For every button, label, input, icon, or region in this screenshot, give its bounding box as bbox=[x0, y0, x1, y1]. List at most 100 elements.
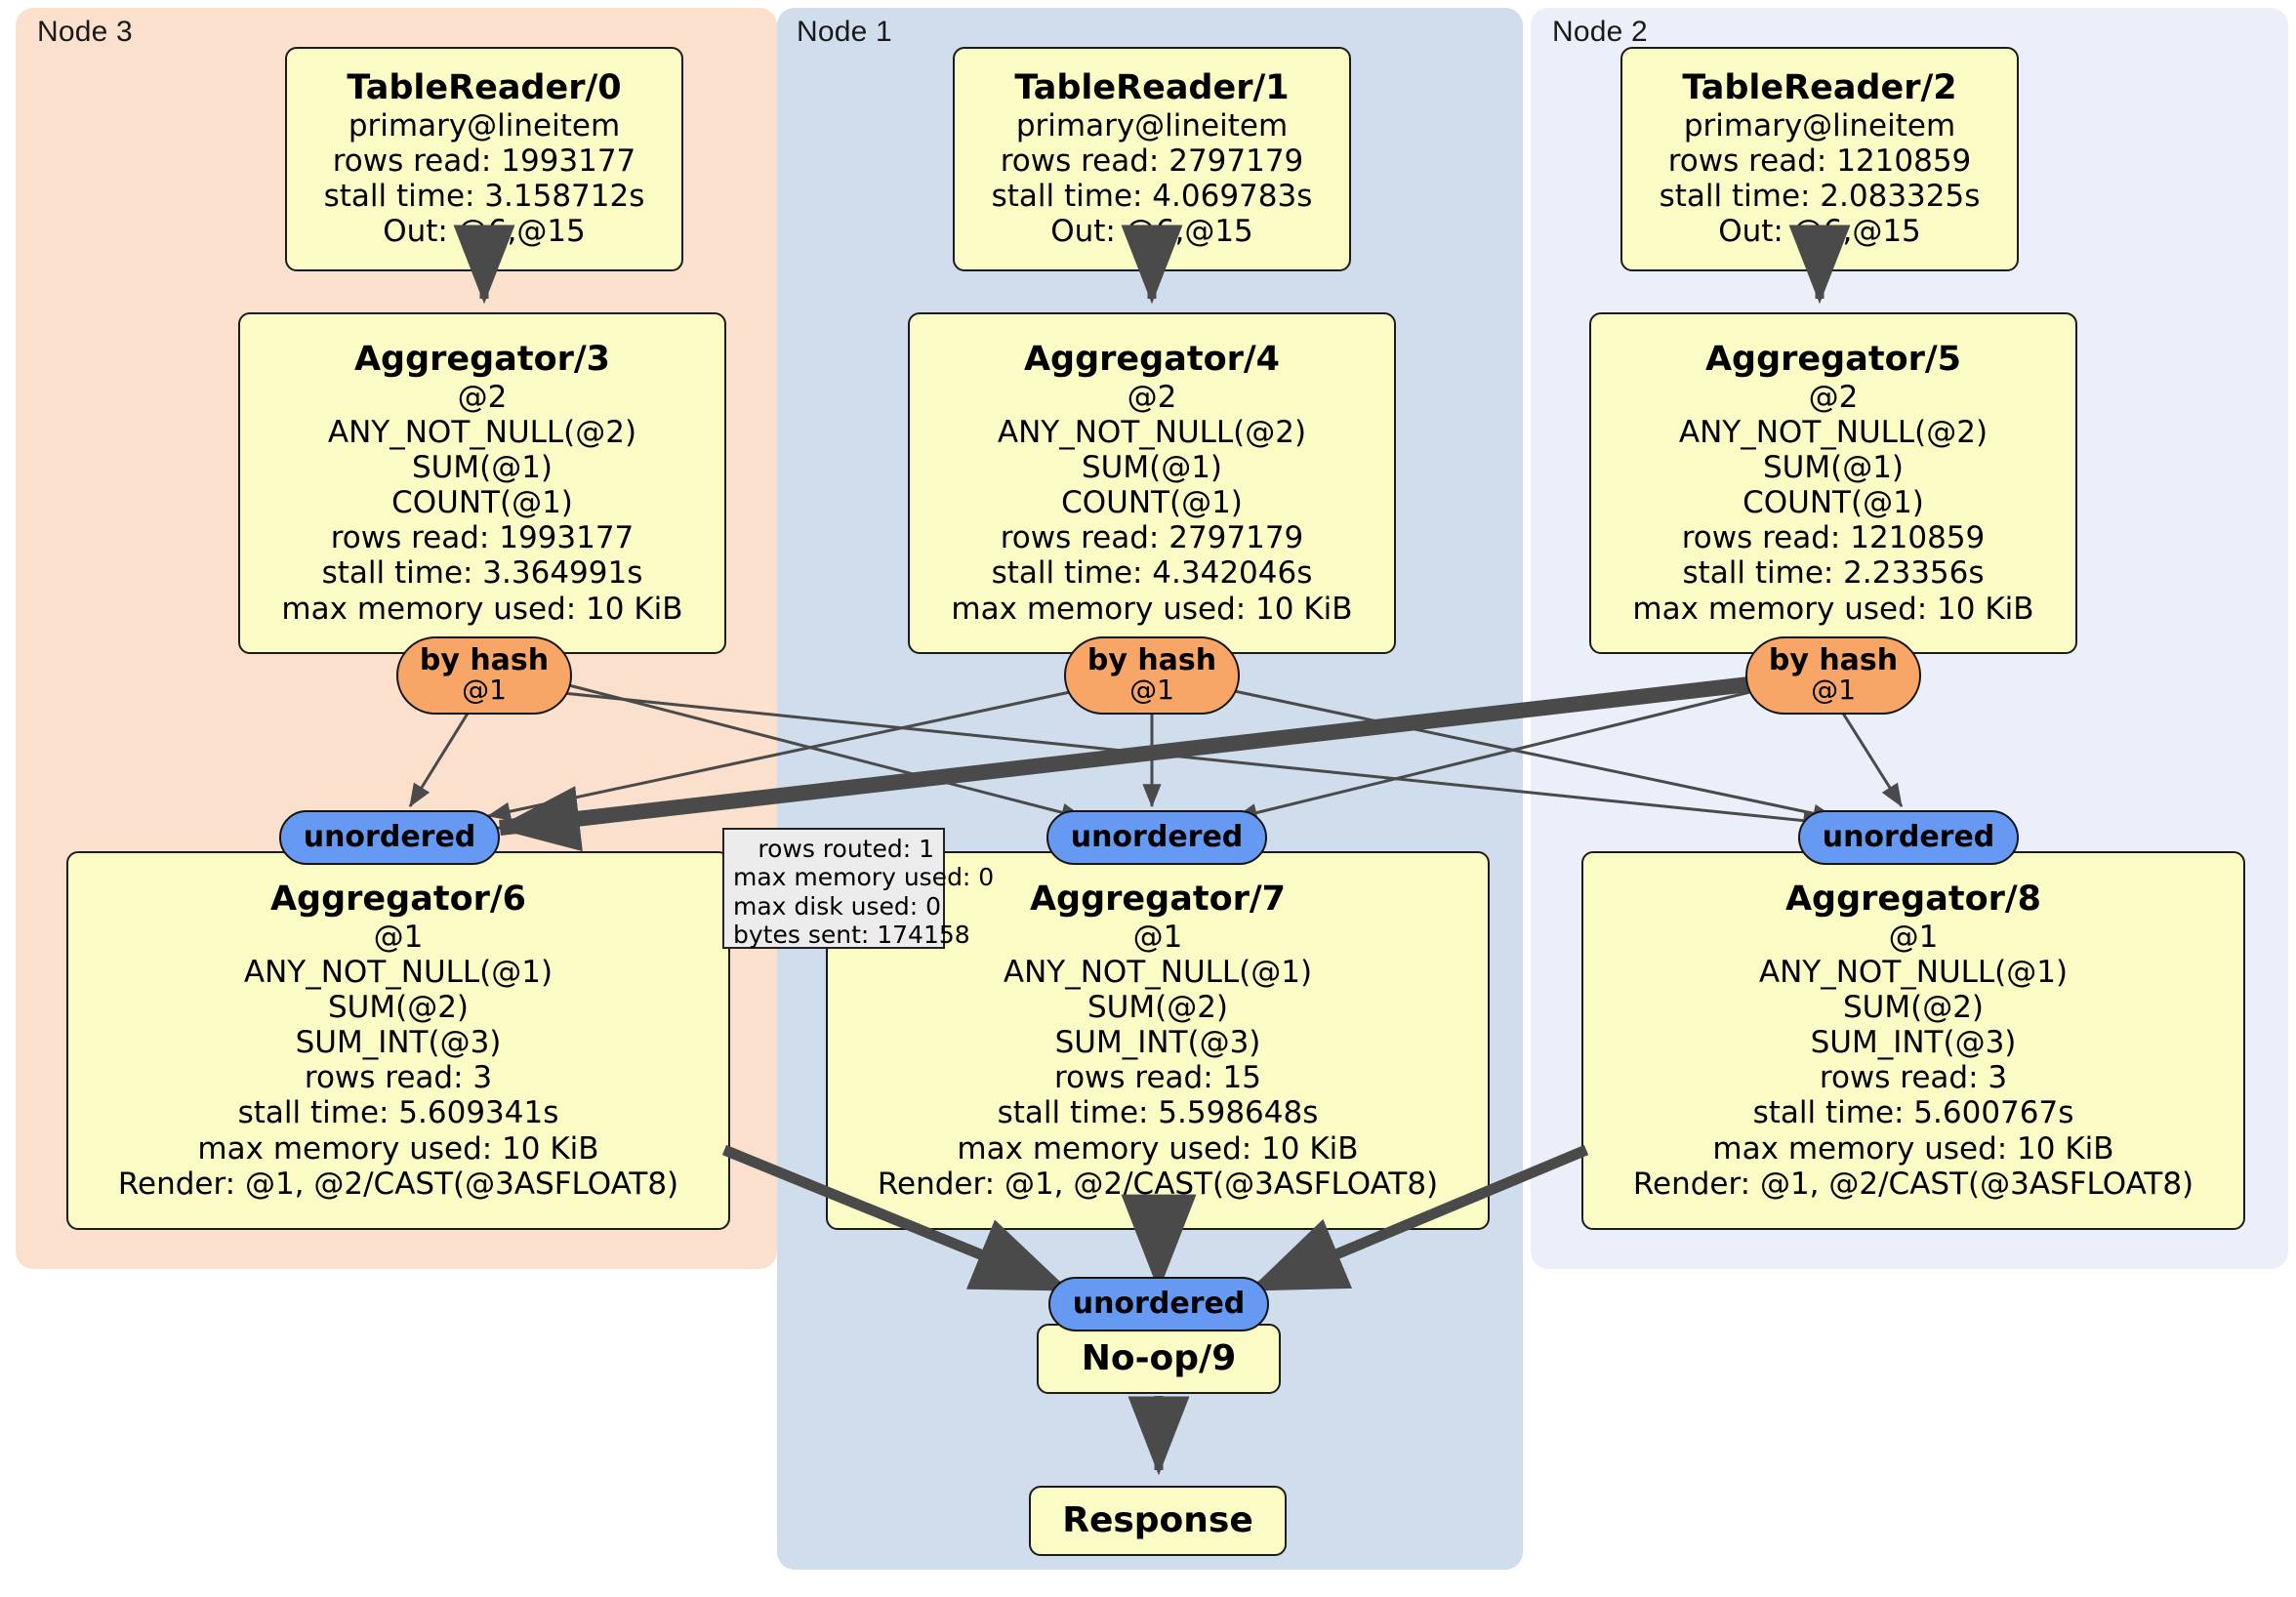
node-line: stall time: 3.364991s bbox=[321, 555, 643, 592]
stat-line: max memory used: 0 bbox=[733, 863, 995, 892]
node-line: SUM(@1) bbox=[1762, 450, 1905, 486]
badge-label: unordered bbox=[1072, 1287, 1246, 1322]
node-line: stall time: 5.598648s bbox=[997, 1095, 1319, 1131]
badge-label: unordered bbox=[303, 820, 476, 855]
node-line: max memory used: 10 KiB bbox=[957, 1130, 1359, 1167]
node-line: @2 bbox=[457, 379, 508, 415]
node-line: stall time: 4.069783s bbox=[991, 179, 1313, 215]
node-aggregator-8[interactable]: Aggregator/8 @1 ANY_NOT_NULL(@1) SUM(@2)… bbox=[1581, 851, 2245, 1230]
node-line: ANY_NOT_NULL(@2) bbox=[1678, 415, 1988, 451]
router-stats-box: rows routed: 1 max memory used: 0 max di… bbox=[722, 828, 995, 950]
node-title: Aggregator/6 bbox=[269, 880, 527, 920]
node-line: ANY_NOT_NULL(@1) bbox=[243, 954, 554, 990]
node-line: Out: @6,@15 bbox=[383, 214, 586, 250]
node-line: rows read: 15 bbox=[1054, 1060, 1261, 1096]
stat-line: max disk used: 0 bbox=[733, 891, 942, 921]
node-title: TableReader/1 bbox=[1014, 68, 1290, 108]
node-line: stall time: 4.342046s bbox=[991, 555, 1313, 592]
badge-unordered-final[interactable]: unordered bbox=[1048, 1277, 1269, 1331]
node-line: Out: @6,@15 bbox=[1050, 214, 1253, 250]
node-line: rows read: 2797179 bbox=[1000, 143, 1304, 180]
node-line: SUM(@2) bbox=[1086, 990, 1229, 1026]
node-line: Render: @1, @2/CAST(@3ASFLOAT8) bbox=[1632, 1166, 2194, 1202]
node-line: @1 bbox=[1888, 919, 1939, 955]
node-line: SUM(@1) bbox=[1081, 450, 1223, 486]
badge-sublabel: @1 bbox=[462, 674, 507, 707]
node-line: rows read: 1993177 bbox=[332, 143, 636, 180]
node-aggregator-6[interactable]: Aggregator/6 @1 ANY_NOT_NULL(@1) SUM(@2)… bbox=[66, 851, 730, 1230]
node-line: stall time: 5.600767s bbox=[1752, 1095, 2074, 1131]
node-line: SUM_INT(@3) bbox=[1054, 1025, 1261, 1061]
node-title: Aggregator/4 bbox=[1023, 340, 1281, 380]
node-line: primary@lineitem bbox=[1015, 108, 1289, 144]
badge-unordered-left[interactable]: unordered bbox=[279, 810, 500, 865]
node-line: @1 bbox=[1132, 919, 1183, 955]
node-title: Aggregator/5 bbox=[1704, 340, 1962, 380]
node-line: ANY_NOT_NULL(@1) bbox=[1003, 954, 1313, 990]
stat-line: rows routed: 1 bbox=[758, 835, 934, 863]
node-line: ANY_NOT_NULL(@2) bbox=[327, 415, 637, 451]
node-line: SUM_INT(@3) bbox=[1810, 1025, 2017, 1061]
node-line: stall time: 2.23356s bbox=[1682, 555, 1985, 592]
node-line: stall time: 2.083325s bbox=[1659, 179, 1981, 215]
node-title: TableReader/0 bbox=[347, 68, 622, 108]
badge-label: by hash bbox=[419, 642, 550, 677]
cluster-label-node-3: Node 3 bbox=[37, 16, 133, 48]
badge-label: by hash bbox=[1768, 642, 1899, 677]
cluster-label-node-2: Node 2 bbox=[1552, 16, 1648, 48]
node-line: @2 bbox=[1808, 379, 1859, 415]
node-tablereader-1[interactable]: TableReader/1 primary@lineitem rows read… bbox=[953, 47, 1351, 271]
node-line: COUNT(@1) bbox=[1742, 485, 1924, 521]
badge-unordered-right[interactable]: unordered bbox=[1798, 810, 2019, 865]
node-line: max memory used: 10 KiB bbox=[281, 591, 683, 627]
node-line: SUM(@2) bbox=[327, 990, 470, 1026]
node-line: @1 bbox=[373, 919, 424, 955]
node-line: stall time: 5.609341s bbox=[237, 1095, 559, 1131]
node-title: Aggregator/3 bbox=[353, 340, 611, 380]
stat-line: bytes sent: 174158 bbox=[733, 921, 970, 950]
node-line: rows read: 1210859 bbox=[1667, 143, 1972, 180]
node-tablereader-0[interactable]: TableReader/0 primary@lineitem rows read… bbox=[285, 47, 683, 271]
node-title: Aggregator/8 bbox=[1784, 880, 2042, 920]
node-line: SUM(@2) bbox=[1842, 990, 1985, 1026]
node-title: Aggregator/7 bbox=[1029, 880, 1287, 920]
node-line: rows read: 3 bbox=[304, 1060, 493, 1096]
node-line: rows read: 2797179 bbox=[1000, 520, 1304, 556]
node-line: Out: @6,@15 bbox=[1718, 214, 1921, 250]
node-line: COUNT(@1) bbox=[1061, 485, 1243, 521]
node-aggregator-5[interactable]: Aggregator/5 @2 ANY_NOT_NULL(@2) SUM(@1)… bbox=[1589, 312, 2077, 654]
badge-unordered-center[interactable]: unordered bbox=[1046, 810, 1267, 865]
badge-label: unordered bbox=[1822, 820, 1995, 855]
node-line: SUM(@1) bbox=[411, 450, 554, 486]
node-line: COUNT(@1) bbox=[391, 485, 573, 521]
badge-by-hash-3[interactable]: by hash @1 bbox=[396, 636, 572, 715]
badge-by-hash-4[interactable]: by hash @1 bbox=[1064, 636, 1240, 715]
node-title: TableReader/2 bbox=[1682, 68, 1957, 108]
node-line: max memory used: 10 KiB bbox=[1712, 1130, 2114, 1167]
node-line: ANY_NOT_NULL(@2) bbox=[997, 415, 1307, 451]
node-line: SUM_INT(@3) bbox=[295, 1025, 502, 1061]
node-line: max memory used: 10 KiB bbox=[197, 1130, 599, 1167]
node-response[interactable]: Response bbox=[1029, 1486, 1287, 1556]
node-line: stall time: 3.158712s bbox=[323, 179, 645, 215]
node-line: rows read: 1993177 bbox=[330, 520, 635, 556]
node-line: rows read: 3 bbox=[1819, 1060, 2008, 1096]
node-line: @2 bbox=[1127, 379, 1177, 415]
badge-sublabel: @1 bbox=[1129, 674, 1174, 707]
badge-label: by hash bbox=[1086, 642, 1217, 677]
cluster-label-node-1: Node 1 bbox=[797, 16, 892, 48]
node-line: max memory used: 10 KiB bbox=[1632, 591, 2034, 627]
node-line: primary@lineitem bbox=[1683, 108, 1956, 144]
node-line: Render: @1, @2/CAST(@3ASFLOAT8) bbox=[877, 1166, 1439, 1202]
badge-by-hash-5[interactable]: by hash @1 bbox=[1745, 636, 1921, 715]
node-noop-9[interactable]: No-op/9 bbox=[1037, 1324, 1281, 1394]
badge-label: unordered bbox=[1070, 820, 1244, 855]
node-line: rows read: 1210859 bbox=[1681, 520, 1986, 556]
node-aggregator-4[interactable]: Aggregator/4 @2 ANY_NOT_NULL(@2) SUM(@1)… bbox=[908, 312, 1396, 654]
node-tablereader-2[interactable]: TableReader/2 primary@lineitem rows read… bbox=[1620, 47, 2019, 271]
node-line: ANY_NOT_NULL(@1) bbox=[1758, 954, 2069, 990]
node-title: No-op/9 bbox=[1081, 1338, 1237, 1379]
node-aggregator-3[interactable]: Aggregator/3 @2 ANY_NOT_NULL(@2) SUM(@1)… bbox=[238, 312, 726, 654]
badge-sublabel: @1 bbox=[1811, 674, 1856, 707]
